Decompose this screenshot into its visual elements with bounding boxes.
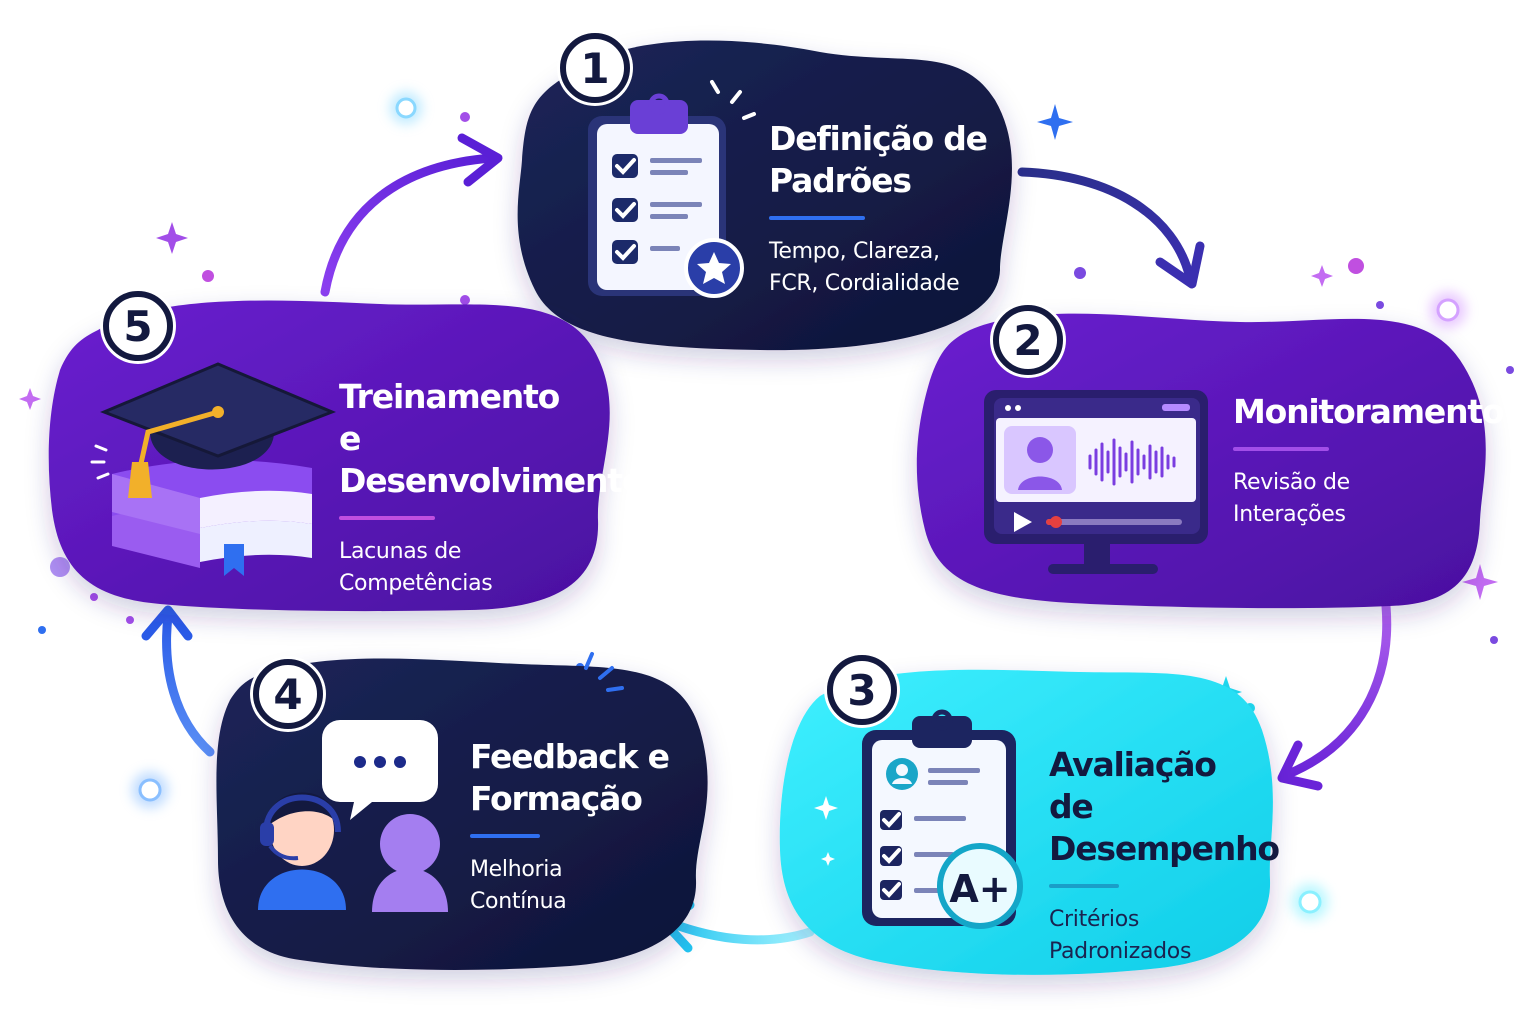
step-5-text: Treinamento e Desenvolvimento Lacunas de… — [339, 376, 645, 600]
step-2-card: 2 — [916, 302, 1486, 609]
step-3-number: 3 — [847, 666, 876, 715]
monitor-audio-icon — [984, 390, 1208, 574]
step-1-title-line1: Definição de — [769, 119, 988, 158]
flow-arrows — [141, 133, 1392, 953]
step-1-underline — [769, 216, 865, 220]
step-4-desc-line1: Melhoria — [470, 857, 563, 882]
grade-badge-text: A+ — [949, 867, 1010, 911]
step-5-card: 5 — [48, 288, 610, 612]
step-2-desc-line1: Revisão de — [1233, 470, 1350, 495]
step-1-desc-line1: Tempo, Clareza, — [769, 239, 940, 264]
step-5-desc-line1: Lacunas de — [339, 539, 462, 564]
step-5-underline — [339, 516, 435, 520]
step-1-number: 1 — [580, 44, 609, 93]
arrow-2-to-3 — [1281, 601, 1392, 780]
arrow-1-to-2 — [1017, 167, 1195, 283]
step-5-title-line1: Treinamento e — [339, 377, 560, 458]
step-4-text: Feedback e Formação Melhoria Contínua — [470, 736, 680, 918]
step-5-title-line2: Desenvolvimento — [339, 461, 645, 500]
step-3-underline — [1049, 884, 1119, 888]
step-1-text: Definição de Padrões Tempo, Clareza, FCR… — [769, 118, 989, 300]
step-4-number: 4 — [273, 670, 302, 719]
step-3-desc-line1: Critérios — [1049, 907, 1140, 932]
arrow-3-to-4 — [663, 917, 815, 945]
step-4-desc-line2: Contínua — [470, 889, 567, 914]
step-2-number: 2 — [1013, 316, 1042, 365]
step-1-title-line2: Padrões — [769, 161, 912, 200]
step-4-badge — [253, 659, 323, 729]
step-1-card: 1 — [517, 30, 1012, 351]
step-2-badge — [993, 305, 1063, 375]
step-3-card: 3 A+ — [779, 652, 1273, 975]
step-4-underline — [470, 834, 540, 838]
graduation-cap-book-icon — [90, 362, 337, 576]
step-3-title-line2: Desempenho — [1049, 829, 1280, 868]
step-1-badge — [560, 33, 630, 103]
step-2-underline — [1233, 447, 1329, 451]
step-4-title-line2: Formação — [470, 779, 643, 818]
clipboard-grade-icon: A+ — [862, 709, 1023, 929]
step-1-desc-line2: FCR, Cordialidade — [769, 271, 960, 296]
step-2-title-line1: Monitoramento — [1233, 392, 1505, 431]
clipboard-checklist-star-icon — [588, 80, 756, 298]
step-3-desc-line2: Padronizados — [1049, 939, 1192, 964]
step-3-text: Avaliação de Desempenho Critérios Padron… — [1049, 744, 1280, 968]
step-5-desc-line2: Competências — [339, 571, 493, 596]
arrow-5-to-1 — [320, 153, 497, 297]
step-4-title-line1: Feedback e — [470, 737, 670, 776]
step-2-desc-line2: Interações — [1233, 502, 1346, 527]
step-2-text: Monitoramento Revisão de Interações — [1233, 391, 1505, 531]
step-5-badge — [103, 291, 173, 361]
step-3-badge — [827, 655, 897, 725]
arrow-4-to-5 — [162, 611, 215, 757]
step-5-number: 5 — [123, 302, 152, 351]
step-3-title-line1: Avaliação de — [1049, 745, 1217, 826]
agent-feedback-icon — [258, 652, 624, 912]
step-4-card: 4 — [216, 652, 708, 970]
